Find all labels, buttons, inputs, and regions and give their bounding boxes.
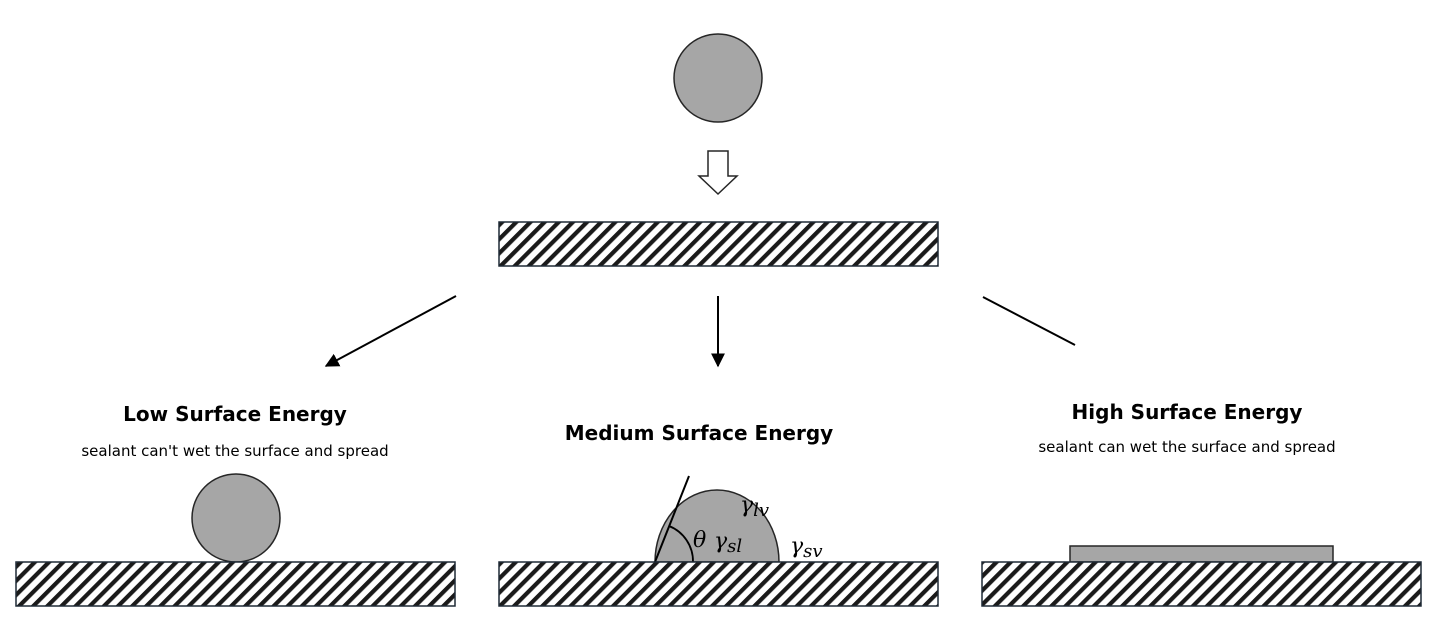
medium-energy-substrate	[498, 561, 939, 607]
gamma-sl-gamma: γ	[714, 529, 728, 554]
low-energy-droplet	[191, 473, 281, 563]
contact-angle-arc	[668, 525, 694, 563]
low-energy-subtitle: sealant can't wet the surface and spread	[81, 442, 389, 460]
gamma-sv-gamma: γ	[790, 534, 804, 559]
top-substrate	[498, 221, 939, 267]
falling-droplet	[673, 33, 763, 123]
contact-angle-tangent	[654, 475, 690, 563]
gamma-sv-subscript: sv	[803, 541, 822, 562]
arrow-to-high-line	[982, 296, 1076, 346]
gamma-lv-gamma: γ	[740, 493, 754, 518]
theta-symbol: θ	[693, 528, 706, 553]
low-energy-substrate	[15, 561, 456, 607]
low-energy-title: Low Surface Energy	[123, 402, 347, 426]
gamma-sv-symbol: γsv	[790, 534, 823, 562]
high-energy-subtitle: sealant can wet the surface and spread	[1038, 438, 1336, 456]
medium-energy-droplet	[654, 489, 780, 563]
arrow-to-low-icon	[324, 295, 457, 367]
gamma-lv-subscript: lv	[753, 500, 769, 521]
gamma-lv-symbol: γlv	[740, 493, 769, 521]
high-energy-sealant-film	[1069, 545, 1334, 563]
high-energy-substrate	[981, 561, 1422, 607]
gamma-sl-symbol: γsl	[714, 529, 742, 557]
high-energy-title: High Surface Energy	[1071, 400, 1303, 424]
gamma-sl-subscript: sl	[727, 536, 742, 557]
medium-energy-title: Medium Surface Energy	[564, 421, 834, 445]
hollow-down-arrow-icon	[697, 150, 739, 196]
